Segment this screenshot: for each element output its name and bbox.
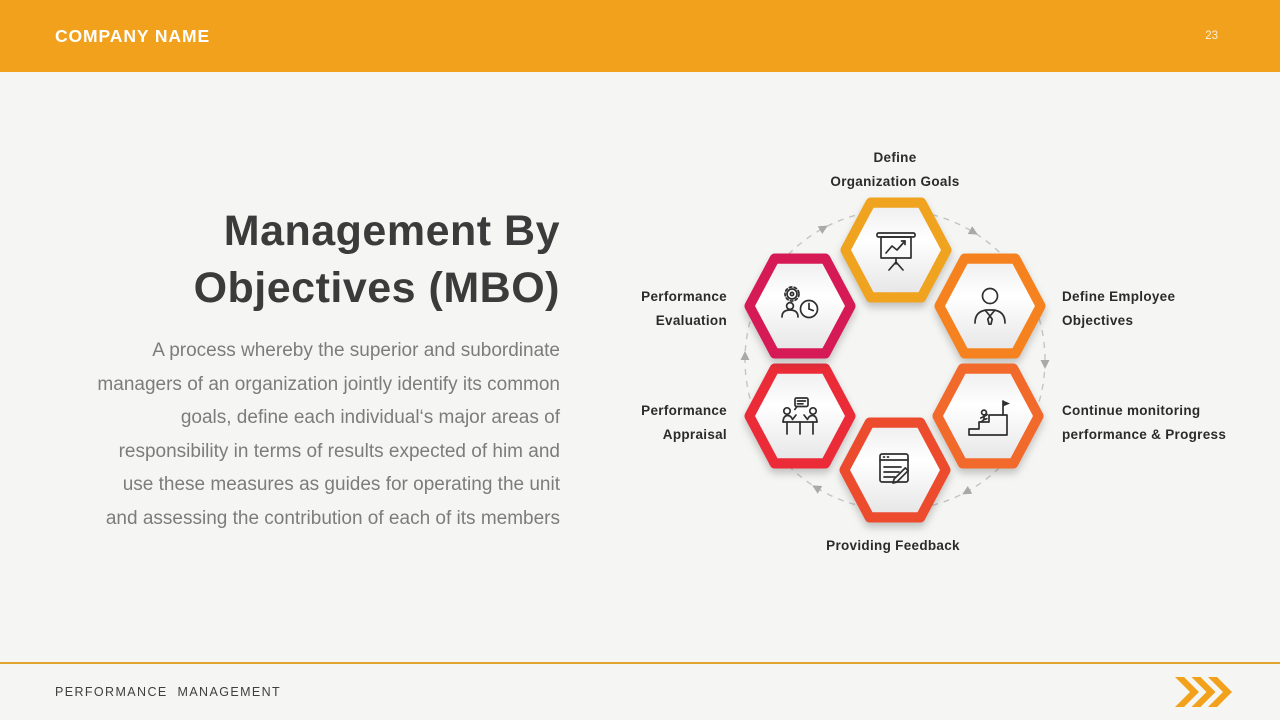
meeting-icon [782, 397, 818, 435]
hexagon-define-employee-objectives [934, 253, 1046, 359]
paragraph-line: goals, define each individual‘s major ar… [180, 407, 560, 429]
label-line: Define [873, 150, 917, 165]
hexagon-continue-monitoring [932, 363, 1044, 469]
hexagon-providing-feedback [839, 417, 951, 523]
label-line: performance & Progress [1062, 427, 1227, 442]
footer-bar: PERFORMANCE MANAGEMENT [0, 662, 1280, 720]
hexagon-inner [755, 373, 845, 459]
hexagon-performance-evaluation [744, 253, 856, 359]
hexagon-inner [755, 263, 845, 349]
label-providing-feedback: Providing Feedback [793, 534, 993, 558]
chevron-right-icon [1208, 677, 1232, 707]
label-performance-evaluation: Performance Evaluation [527, 285, 727, 333]
header-bar: COMPANY NAME 23 [0, 0, 1280, 72]
paragraph-line: and assessing the contribution of each o… [105, 507, 560, 529]
label-line: Performance [641, 403, 727, 418]
label-line: Define Employee [1062, 289, 1176, 304]
hexagon-inner [850, 427, 940, 513]
flow-arrow [812, 485, 823, 494]
person-gear-clock-icon [781, 286, 819, 319]
hexagon-inner [945, 263, 1035, 349]
flow-arrow [740, 351, 750, 360]
company-name: COMPANY NAME [55, 25, 211, 46]
label-line: Performance [641, 289, 727, 304]
chevron-right-icon [1175, 677, 1199, 707]
label-line: Evaluation [655, 313, 727, 328]
footer-section-label: PERFORMANCE MANAGEMENT [55, 685, 282, 699]
paragraph-line: use these measures as guides for operati… [122, 474, 560, 496]
note-pencil-icon [879, 453, 909, 484]
hexagon-define-organization-goals [840, 197, 952, 303]
label-line: Providing Feedback [826, 538, 960, 553]
page-number: 23 [1205, 30, 1218, 42]
label-line: Appraisal [662, 427, 727, 442]
label-performance-appraisal: Performance Appraisal [527, 399, 727, 447]
flow-arrow [817, 225, 828, 234]
paragraph-line: A process whereby the superior and subor… [152, 340, 560, 361]
label-define-employee-objectives: Define Employee Objectives [1062, 285, 1280, 333]
flow-arrow [1040, 360, 1050, 369]
title-line-2: Objectives (MBO) [193, 264, 560, 312]
hexagon-performance-appraisal [744, 363, 856, 469]
description-paragraph: A process whereby the superior and subor… [60, 334, 560, 536]
stairs-flag-icon [968, 400, 1010, 436]
flow-arrow [967, 226, 978, 235]
flow-arrow [962, 486, 973, 495]
title-line-1: Management By [223, 207, 560, 255]
page-title: Management By Objectives (MBO) [60, 203, 560, 317]
presentation-chart-icon [876, 232, 916, 271]
chevron-right-icon [1191, 677, 1216, 707]
label-line: Continue monitoring [1062, 403, 1201, 418]
title-block: Management By Objectives (MBO) A process… [60, 203, 560, 536]
label-line: Organization Goals [830, 174, 960, 189]
flow-arrows [740, 225, 1050, 495]
businessman-icon [974, 287, 1006, 326]
paragraph-line: managers of an organization jointly iden… [97, 373, 560, 395]
hexagon-inner [943, 373, 1033, 459]
label-continue-monitoring: Continue monitoring performance & Progre… [1062, 399, 1280, 447]
mbo-cycle-diagram [740, 197, 1050, 523]
label-line: Objectives [1062, 313, 1134, 328]
triple-chevron-right-icon [1175, 677, 1232, 707]
label-define-organization-goals: Define Organization Goals [795, 146, 995, 194]
paragraph-line: responsibility in terms of results expec… [118, 440, 560, 462]
